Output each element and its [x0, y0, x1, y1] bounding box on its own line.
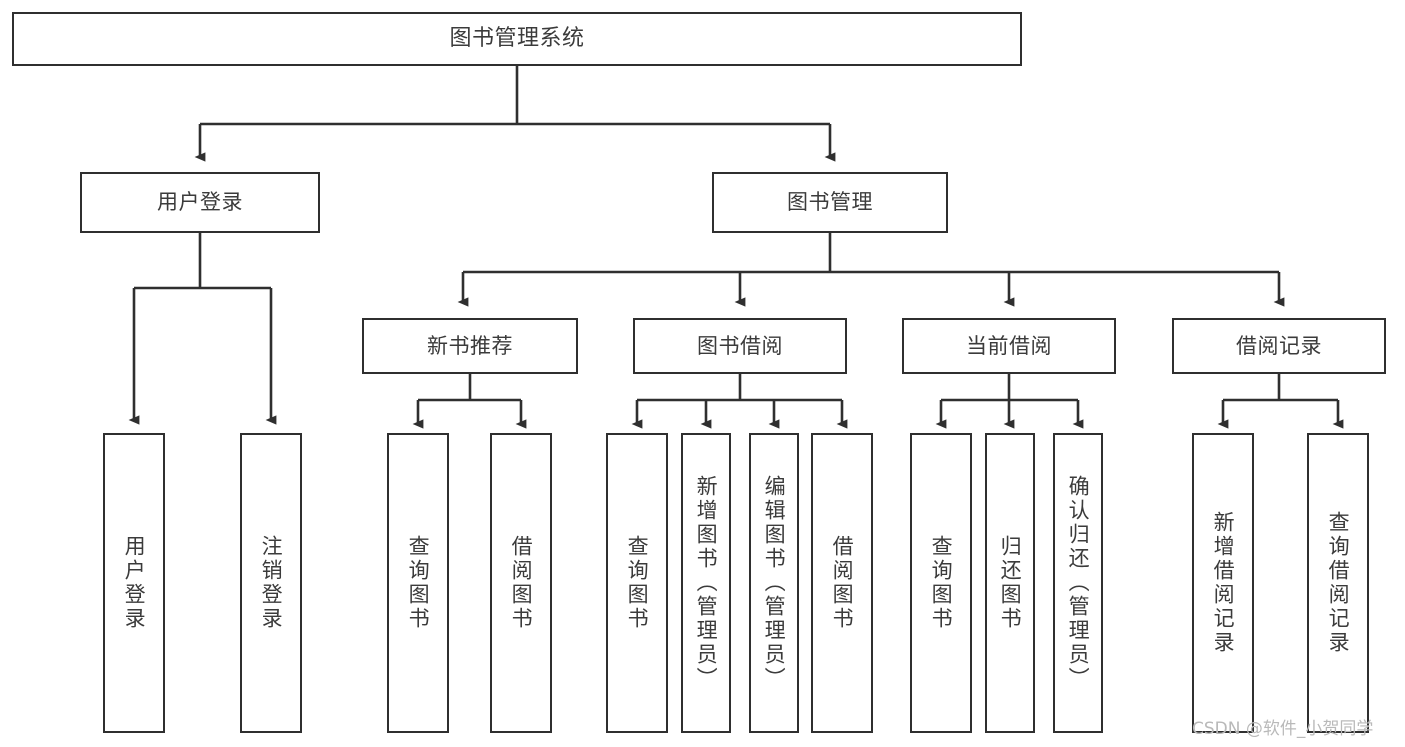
node-new-book-recommend[interactable]: 新书推荐 — [362, 318, 578, 374]
node-label: 图书管理 — [787, 190, 873, 215]
watermark-text: CSDN @软件_小贺同学 — [1192, 719, 1374, 739]
node-leaf-confirm-return-admin[interactable]: 确认归还（管理员） — [1053, 433, 1103, 733]
node-label: 借阅图书 — [509, 535, 534, 631]
node-label: 借阅记录 — [1236, 333, 1322, 358]
node-label: 图书管理系统 — [449, 26, 585, 52]
node-user-login[interactable]: 用户登录 — [80, 172, 320, 233]
node-leaf-add-book-admin[interactable]: 新增图书（管理员） — [681, 433, 731, 733]
node-leaf-query-book-new[interactable]: 查询图书 — [387, 433, 449, 733]
node-current-borrow[interactable]: 当前借阅 — [902, 318, 1116, 374]
node-label: 当前借阅 — [966, 333, 1052, 358]
node-label: 新增图书（管理员） — [694, 475, 719, 691]
node-label: 确认归还（管理员） — [1066, 475, 1091, 691]
node-leaf-return-book[interactable]: 归还图书 — [985, 433, 1035, 733]
node-label: 用户登录 — [122, 535, 147, 631]
node-label: 注销登录 — [259, 535, 284, 631]
node-leaf-query-borrow-record[interactable]: 查询借阅记录 — [1307, 433, 1369, 733]
node-leaf-logout[interactable]: 注销登录 — [240, 433, 302, 733]
node-label: 编辑图书（管理员） — [762, 475, 787, 691]
node-label: 借阅图书 — [830, 535, 855, 631]
node-borrow-records[interactable]: 借阅记录 — [1172, 318, 1386, 374]
node-leaf-borrow-book-new[interactable]: 借阅图书 — [490, 433, 552, 733]
node-leaf-user-login[interactable]: 用户登录 — [103, 433, 165, 733]
node-label: 新书推荐 — [427, 333, 513, 358]
node-label: 新增借阅记录 — [1211, 511, 1236, 655]
node-book-management[interactable]: 图书管理 — [712, 172, 948, 233]
node-leaf-query-book-current[interactable]: 查询图书 — [910, 433, 972, 733]
node-label: 查询图书 — [929, 535, 954, 631]
node-leaf-borrow-book[interactable]: 借阅图书 — [811, 433, 873, 733]
node-leaf-edit-book-admin[interactable]: 编辑图书（管理员） — [749, 433, 799, 733]
node-root-book-management-system[interactable]: 图书管理系统 — [12, 12, 1022, 66]
node-leaf-query-book-borrow[interactable]: 查询图书 — [606, 433, 668, 733]
node-label: 图书借阅 — [697, 333, 783, 358]
node-label: 查询借阅记录 — [1326, 511, 1351, 655]
node-label: 归还图书 — [998, 535, 1023, 631]
node-label: 用户登录 — [157, 190, 243, 215]
node-book-borrow[interactable]: 图书借阅 — [633, 318, 847, 374]
node-leaf-add-borrow-record[interactable]: 新增借阅记录 — [1192, 433, 1254, 733]
node-label: 查询图书 — [625, 535, 650, 631]
node-label: 查询图书 — [406, 535, 431, 631]
